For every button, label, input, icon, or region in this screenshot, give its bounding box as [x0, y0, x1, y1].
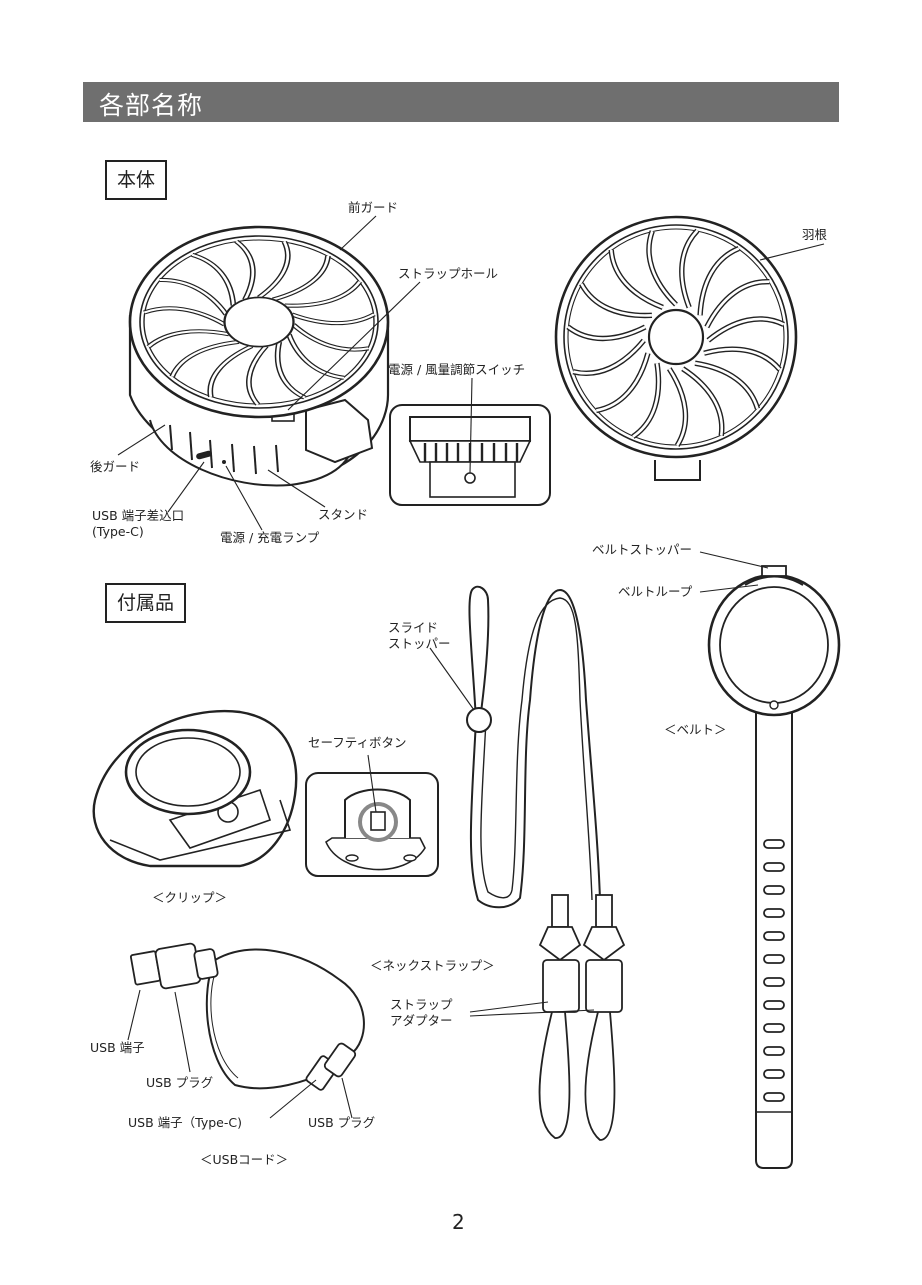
- label-safety-button: セーフティボタン: [308, 735, 407, 751]
- label-belt-stopper: ベルトストッパー: [592, 542, 692, 558]
- label-slide-stopper-2: ストッパー: [388, 636, 451, 652]
- label-front-guard: 前ガード: [348, 200, 398, 216]
- clip-illustration: [94, 711, 296, 866]
- label-power-lamp: 電源 / 充電ランプ: [220, 530, 319, 546]
- label-belt-loop: ベルトループ: [618, 584, 692, 600]
- label-usb-plug-1: USB プラグ: [146, 1075, 213, 1091]
- label-power-switch: 電源 / 風量調節スイッチ: [388, 362, 525, 378]
- safety-button-inset: [306, 755, 438, 876]
- neck-strap-illustration: [430, 587, 624, 1140]
- label-rear-guard: 後ガード: [90, 459, 140, 475]
- switch-inset: [390, 378, 550, 505]
- belt-illustration: [700, 552, 839, 1168]
- label-strap-adapter: ストラップ: [390, 997, 453, 1013]
- label-slide-stopper: スライド: [388, 620, 438, 636]
- fan-rear-illustration: [556, 217, 824, 480]
- label-belt: ＜ベルト＞: [664, 722, 727, 738]
- label-strap-hole: ストラップホール: [398, 266, 498, 282]
- label-clip: ＜クリップ＞: [152, 890, 227, 906]
- label-neck-strap: ＜ネックストラップ＞: [370, 958, 495, 974]
- label-strap-adapter-2: アダプター: [390, 1013, 453, 1029]
- usb-cord-illustration: [128, 943, 364, 1118]
- label-usb-cord: ＜USBコード＞: [200, 1152, 288, 1168]
- page-number: 2: [452, 1210, 465, 1234]
- label-usb-terminal: USB 端子: [90, 1040, 145, 1056]
- label-usb-plug-2: USB プラグ: [308, 1115, 375, 1131]
- label-blade: 羽根: [802, 227, 827, 243]
- label-stand: スタンド: [318, 507, 368, 523]
- fan-front-illustration: [118, 216, 420, 530]
- label-usb-port-typec: (Type-C): [92, 524, 144, 540]
- label-usb-port: USB 端子差込口: [92, 508, 184, 524]
- label-usb-terminal-typec: USB 端子（Type-C): [128, 1115, 242, 1131]
